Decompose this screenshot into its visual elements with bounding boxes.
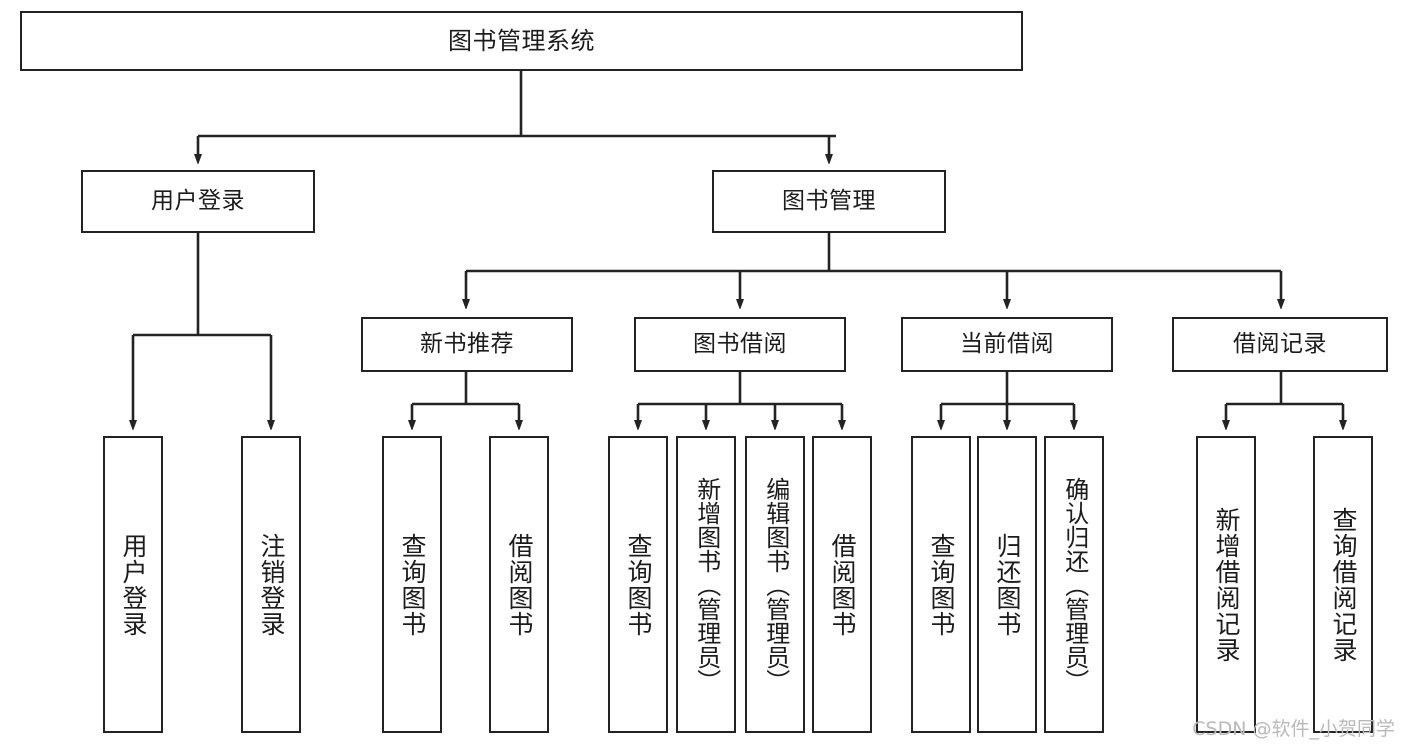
node-leaf-borrow-book-1[interactable]: 借阅图书: [489, 436, 549, 733]
node-leaf-logout-label: 注销登录: [257, 532, 286, 637]
node-leaf-return-book[interactable]: 归还图书: [977, 436, 1037, 733]
node-leaf-query-book-2-label: 查询图书: [624, 532, 653, 637]
node-leaf-logout[interactable]: 注销登录: [241, 436, 301, 733]
node-new-book-rec-label: 新书推荐: [420, 330, 514, 357]
node-leaf-query-book-1-label: 查询图书: [398, 532, 427, 637]
node-current-borrow[interactable]: 当前借阅: [901, 317, 1113, 372]
node-leaf-query-book-2[interactable]: 查询图书: [608, 436, 668, 733]
node-book-manage-label: 图书管理: [782, 187, 876, 214]
node-root[interactable]: 图书管理系统: [20, 11, 1023, 71]
node-leaf-return-book-label: 归还图书: [993, 532, 1022, 637]
node-leaf-query-record[interactable]: 查询借阅记录: [1313, 436, 1373, 733]
node-root-label: 图书管理系统: [448, 26, 595, 55]
node-leaf-user-login[interactable]: 用户登录: [103, 436, 163, 733]
node-user-login[interactable]: 用户登录: [81, 170, 315, 233]
node-book-borrow[interactable]: 图书借阅: [634, 317, 846, 372]
node-leaf-add-book-label: 新增图书（管理员）: [692, 476, 721, 693]
node-leaf-query-book-1[interactable]: 查询图书: [382, 436, 442, 733]
node-leaf-edit-book-label: 编辑图书（管理员）: [761, 476, 790, 693]
node-user-login-label: 用户登录: [151, 187, 245, 214]
node-leaf-add-record[interactable]: 新增借阅记录: [1196, 436, 1256, 733]
node-current-borrow-label: 当前借阅: [960, 330, 1054, 357]
node-new-book-rec[interactable]: 新书推荐: [361, 317, 573, 372]
node-leaf-edit-book[interactable]: 编辑图书（管理员）: [745, 436, 805, 733]
node-leaf-user-login-label: 用户登录: [119, 532, 148, 637]
node-borrow-record-label: 借阅记录: [1233, 330, 1327, 357]
node-leaf-add-record-label: 新增借阅记录: [1212, 506, 1241, 663]
node-leaf-confirm-return[interactable]: 确认归还（管理员）: [1044, 436, 1104, 733]
node-leaf-borrow-book-2-label: 借阅图书: [828, 532, 857, 637]
node-leaf-borrow-book-1-label: 借阅图书: [505, 532, 534, 637]
node-borrow-record[interactable]: 借阅记录: [1172, 317, 1388, 372]
watermark: CSDN @软件_小贺同学: [1192, 718, 1395, 740]
node-book-manage[interactable]: 图书管理: [712, 170, 946, 233]
node-book-borrow-label: 图书借阅: [693, 330, 787, 357]
node-leaf-query-record-label: 查询借阅记录: [1329, 506, 1358, 663]
node-leaf-add-book[interactable]: 新增图书（管理员）: [676, 436, 736, 733]
node-leaf-query-book-3[interactable]: 查询图书: [911, 436, 971, 733]
node-leaf-confirm-return-label: 确认归还（管理员）: [1060, 476, 1089, 693]
node-leaf-borrow-book-2[interactable]: 借阅图书: [812, 436, 872, 733]
node-leaf-query-book-3-label: 查询图书: [927, 532, 956, 637]
